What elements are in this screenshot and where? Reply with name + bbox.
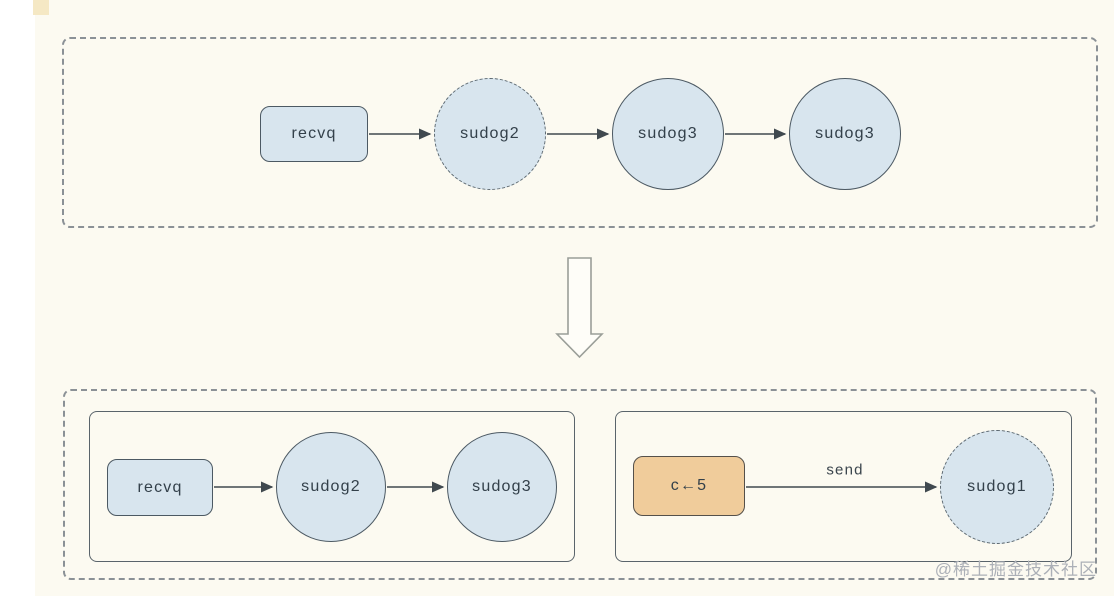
sudog2-node-before: sudog2 — [434, 78, 546, 190]
before-state-container — [62, 37, 1098, 228]
sudog2-node-after: sudog2 — [276, 432, 386, 542]
big-down-arrow-icon — [555, 257, 604, 359]
after-state-container — [63, 389, 1097, 580]
sudog3-node-before-1: sudog3 — [612, 78, 724, 190]
sudog2-label: sudog2 — [460, 125, 520, 142]
recvq-node-after: recvq — [107, 459, 213, 516]
sudog1-node-after: sudog1 — [940, 430, 1054, 544]
recvq-label: recvq — [137, 478, 183, 496]
sudog3-node-after: sudog3 — [447, 432, 557, 542]
sudog1-label: sudog1 — [967, 478, 1027, 495]
recvq-node-before: recvq — [260, 106, 368, 162]
channel-send-value-node: c←5 — [633, 456, 745, 516]
after-left-group-box — [89, 411, 575, 562]
send-edge-label: send — [826, 461, 864, 479]
sudog2-label: sudog2 — [301, 478, 361, 495]
corner-accent — [33, 0, 49, 15]
after-right-group-box — [615, 411, 1072, 562]
watermark-text: @稀土掘金技术社区 — [934, 560, 1097, 579]
sudog3-label: sudog3 — [472, 478, 532, 495]
sudog3-label: sudog3 — [815, 125, 875, 142]
channel-value-label: c←5 — [670, 477, 708, 494]
sudog3-node-before-2: sudog3 — [789, 78, 901, 190]
recvq-label: recvq — [291, 125, 337, 142]
sudog3-label: sudog3 — [638, 125, 698, 142]
left-margin-strip — [0, 0, 35, 596]
